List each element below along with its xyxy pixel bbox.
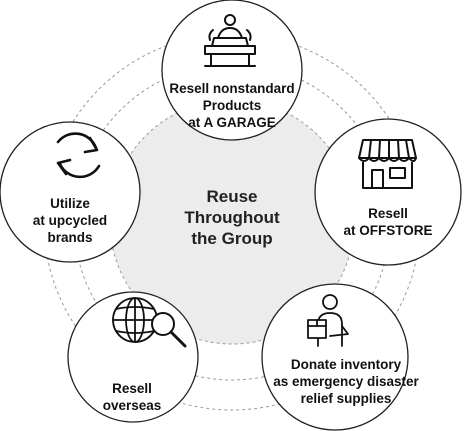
node-circle-bottom-right <box>261 283 409 431</box>
node-circle-left <box>0 121 141 263</box>
center-label-line: Reuse <box>206 187 258 206</box>
person-carrying-box-icon <box>307 294 349 347</box>
node-label-bottom-left: Resell overseas <box>72 380 192 414</box>
globe-magnifier-icon <box>112 297 187 348</box>
node-label-line: Resell <box>112 381 152 396</box>
node-circle-right <box>314 118 462 266</box>
node-label-line: Resell nonstandard <box>169 81 295 96</box>
node-label-line: at upcycled <box>32 213 108 228</box>
center-label-line: the Group <box>191 229 273 248</box>
center-disc <box>110 100 354 344</box>
node-label-line: relief supplies <box>300 391 392 406</box>
recycle-arrows-icon <box>56 132 101 179</box>
node-label-line: brands <box>47 230 93 245</box>
center-label: Reuse Throughout the Group <box>162 186 302 249</box>
center-label-line: Throughout <box>184 208 280 227</box>
node-label-line: overseas <box>102 398 162 413</box>
node-label-left: Utilize at upcycled brands <box>0 195 140 246</box>
node-label-line: as emergency disaster <box>273 374 419 389</box>
node-label-line: Utilize <box>50 196 90 211</box>
node-label-line: Products <box>202 98 262 113</box>
node-label-bottom-right: Donate inventory as emergency disaster r… <box>236 356 456 407</box>
node-label-line: at OFFSTORE <box>343 223 433 238</box>
node-label-line: Resell <box>368 206 408 221</box>
node-label-top: Resell nonstandard Products at A GARAGE <box>132 80 332 131</box>
node-circle-top <box>161 0 303 141</box>
node-label-right: Resell at OFFSTORE <box>318 205 458 239</box>
node-label-line: Donate inventory <box>290 357 402 372</box>
resale-counter-icon <box>204 14 256 67</box>
node-label-line: at A GARAGE <box>188 115 276 130</box>
storefront-icon <box>358 139 417 189</box>
